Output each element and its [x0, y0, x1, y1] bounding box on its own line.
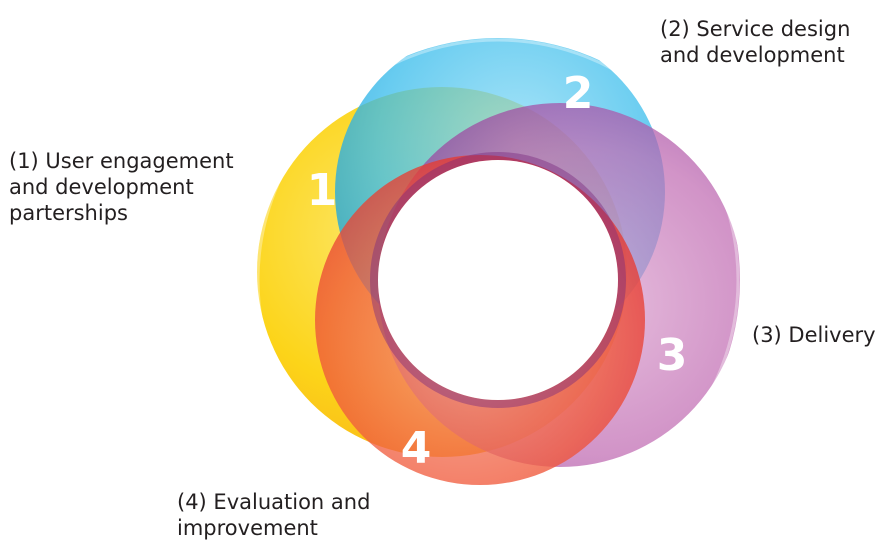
- stage-4-circle: [315, 155, 645, 485]
- stage-4-caption: (4) Evaluation and improvement: [177, 490, 371, 540]
- stage-3-caption: (3) Delivery: [752, 323, 876, 347]
- stage-2-caption: (2) Service design and development: [660, 17, 851, 67]
- stage-1-number: 1: [307, 165, 338, 216]
- stage-3-number: 3: [657, 330, 688, 381]
- stage-4-number: 4: [401, 423, 432, 474]
- stage-1-caption: (1) User engagement and development part…: [9, 149, 234, 225]
- stage-2-number: 2: [563, 68, 594, 119]
